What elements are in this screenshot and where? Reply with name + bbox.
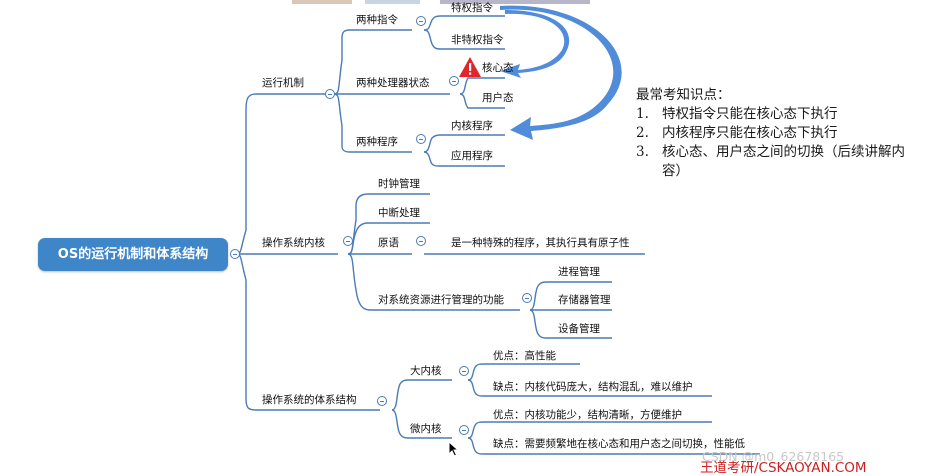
key-points-notes: 最常考知识点： 1. 特权指令只能在核心态下执行 2. 内核程序只能在核心态下执… [636, 86, 906, 181]
node-memory-management[interactable]: 存储器管理 [558, 294, 611, 306]
note-text: 核心态、用户态之间的切换（后续讲解内容） [662, 144, 905, 179]
node-micro-kernel[interactable]: 微内核 [410, 423, 442, 435]
collapse-icon[interactable] [459, 366, 469, 376]
mouse-cursor-icon [448, 441, 460, 457]
collapse-icon[interactable] [449, 76, 459, 86]
collapse-icon[interactable] [459, 425, 469, 435]
top-strip-left [292, 0, 352, 4]
node-kernel-program[interactable]: 内核程序 [451, 120, 493, 132]
top-strip-mid [365, 0, 420, 4]
node-two-programs[interactable]: 两种程序 [356, 136, 398, 148]
brand-label: 王道考研/CSKAOYAN.COM [700, 460, 867, 476]
node-kernel-mode[interactable]: 核心态 [482, 62, 514, 74]
node-primitive-description[interactable]: 是一种特殊的程序，其执行具有原子性 [451, 237, 630, 249]
node-macro-pro[interactable]: 优点：高性能 [493, 350, 556, 362]
node-architecture[interactable]: 操作系统的体系结构 [262, 394, 357, 406]
collapse-icon[interactable] [343, 236, 353, 246]
node-resource-management[interactable]: 对系统资源进行管理的功能 [378, 294, 504, 306]
top-strip-right [440, 0, 590, 4]
collapse-icon[interactable] [416, 134, 426, 144]
node-application-program[interactable]: 应用程序 [451, 150, 493, 162]
arrow-top [500, 10, 570, 78]
note-number: 2. [636, 125, 649, 141]
note-text: 特权指令只能在核心态下执行 [662, 106, 838, 122]
node-primitive[interactable]: 原语 [378, 237, 399, 249]
node-kernel[interactable]: 操作系统内核 [262, 237, 325, 249]
notes-title: 最常考知识点： [636, 87, 731, 103]
node-micro-pro[interactable]: 优点：内核功能少，结构清晰，方便维护 [493, 409, 682, 421]
node-micro-con[interactable]: 缺点：需要频繁地在核心态和用户态之间切换，性能低 [493, 438, 745, 450]
node-macro-con[interactable]: 缺点：内核代码庞大，结构混乱，难以维护 [493, 381, 693, 393]
note-item: 3. 核心态、用户态之间的切换（后续讲解内容） [636, 143, 906, 181]
switch-arrows [500, 5, 622, 140]
node-macro-kernel[interactable]: 大内核 [410, 365, 442, 377]
node-processor-states[interactable]: 两种处理器状态 [356, 77, 430, 89]
node-interrupt-handling[interactable]: 中断处理 [378, 207, 420, 219]
node-user-mode[interactable]: 用户态 [482, 92, 514, 104]
collapse-icon[interactable] [377, 396, 387, 406]
collapse-icon[interactable] [230, 249, 240, 259]
node-run-mechanism[interactable]: 运行机制 [262, 77, 304, 89]
node-device-management[interactable]: 设备管理 [558, 323, 600, 335]
note-item: 2. 内核程序只能在核心态下执行 [636, 124, 906, 143]
node-nonprivileged-instruction[interactable]: 非特权指令 [451, 34, 504, 46]
note-item: 1. 特权指令只能在核心态下执行 [636, 105, 906, 124]
note-number: 1. [636, 106, 649, 122]
note-number: 3. [636, 144, 649, 160]
csdn-watermark: CSDN @m0_62678165 [702, 449, 845, 464]
collapse-icon[interactable] [416, 236, 426, 246]
collapse-icon[interactable] [416, 16, 426, 26]
collapse-icon[interactable] [522, 293, 532, 303]
warning-icon [459, 57, 481, 77]
collapse-icon[interactable] [325, 89, 335, 99]
node-process-management[interactable]: 进程管理 [558, 266, 600, 278]
root-node[interactable]: OS的运行机制和体系结构 [38, 238, 228, 271]
node-two-instructions[interactable]: 两种指令 [356, 14, 398, 26]
note-text: 内核程序只能在核心态下执行 [662, 125, 838, 141]
node-clock-management[interactable]: 时钟管理 [378, 178, 420, 190]
node-privileged-instruction[interactable]: 特权指令 [451, 2, 493, 14]
